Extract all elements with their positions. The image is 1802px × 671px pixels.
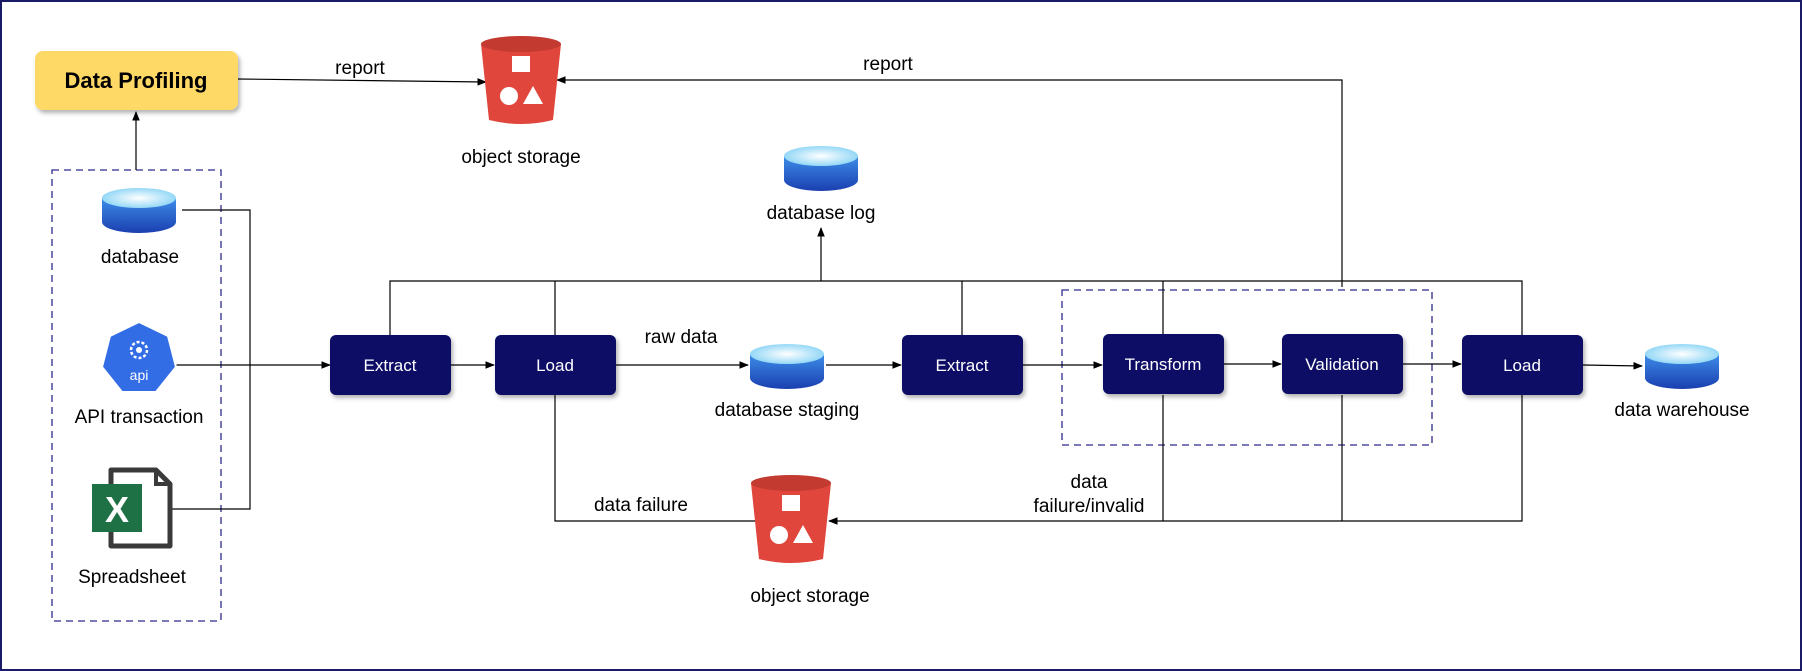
report-right-label: report (863, 54, 913, 75)
validation-label: Validation (1305, 355, 1378, 374)
invalid-label-line1: data (1071, 472, 1108, 493)
data-warehouse-label: data warehouse (1614, 400, 1749, 421)
database-staging-label: database staging (715, 400, 860, 421)
data-failure-label: data failure (594, 495, 688, 516)
database-cylinder-icon (1645, 344, 1719, 389)
api-icon-text: api (130, 367, 149, 383)
transform-label: Transform (1125, 355, 1202, 374)
extract-label: Extract (364, 356, 417, 375)
source-spreadsheet-label: Spreadsheet (78, 567, 186, 588)
report-left-label: report (335, 58, 385, 79)
source-database-label: database (101, 247, 179, 268)
raw-data-label: raw data (645, 327, 718, 348)
load-node[interactable]: Load (495, 335, 616, 395)
transform-node[interactable]: Transform (1103, 334, 1224, 394)
svg-text:X: X (105, 489, 129, 530)
connectors (132, 76, 1643, 525)
object-storage-bottom-label: object storage (750, 586, 869, 607)
database-cylinder-icon (102, 188, 176, 233)
load-label: Load (536, 356, 574, 375)
load-warehouse-label: Load (1503, 356, 1541, 375)
extract-staging-label: Extract (936, 356, 989, 375)
api-hexagon-icon: api (100, 320, 178, 393)
load-warehouse-node[interactable]: Load (1462, 335, 1583, 395)
object-storage-top-label: object storage (461, 147, 580, 168)
database-log-label: database log (767, 203, 876, 224)
data-profiling-box[interactable]: Data Profiling (35, 51, 238, 110)
data-profiling-label: Data Profiling (64, 68, 207, 93)
transform-validation-group (1061, 289, 1433, 446)
bucket-icon (481, 36, 561, 124)
validation-node[interactable]: Validation (1282, 334, 1403, 394)
bucket-icon (751, 475, 831, 563)
invalid-label-line2: failure/invalid (1034, 496, 1145, 517)
database-cylinder-icon (750, 344, 824, 389)
extract-staging-node[interactable]: Extract (902, 335, 1023, 395)
database-cylinder-icon (784, 146, 858, 191)
excel-spreadsheet-icon: X (92, 467, 173, 549)
source-api-label: API transaction (75, 407, 204, 428)
sources-group (51, 169, 222, 622)
extract-node[interactable]: Extract (330, 335, 451, 395)
